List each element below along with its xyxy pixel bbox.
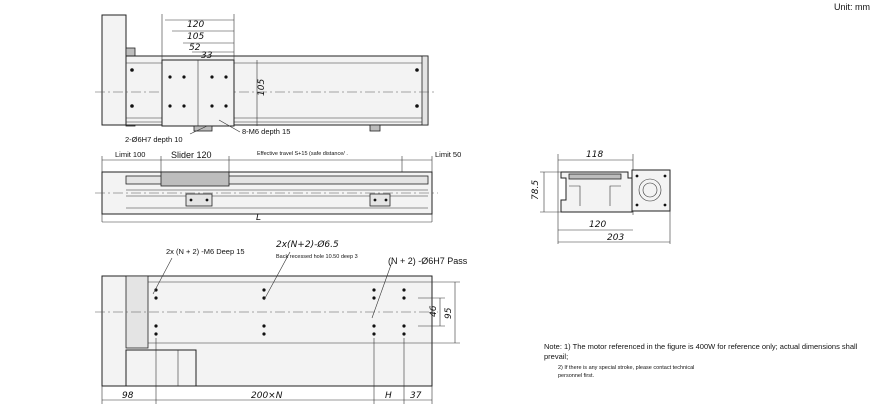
dim-120: 120	[187, 20, 204, 30]
side-view-slider	[160, 171, 230, 187]
dim-v105: 105	[257, 79, 267, 96]
end-view: 118 78.5 120 203	[531, 150, 671, 244]
dim-46: 46	[429, 305, 439, 317]
label-effective-travel: Effective travel S+15 (safe distance/ .	[257, 151, 348, 157]
end-view-motor-flange	[631, 169, 671, 212]
dim-120-end: 120	[589, 220, 606, 230]
side-view: Limit 100 Slider 120 Effective travel S+…	[95, 150, 461, 223]
dim-98: 98	[122, 391, 134, 401]
dim-length-l: L	[256, 213, 261, 223]
top-view-slider-holes	[130, 68, 419, 108]
dim-37: 37	[410, 391, 422, 401]
dim-52: 52	[189, 43, 201, 53]
label-limit-left: Limit 100	[115, 150, 145, 159]
notes: Note: 1) The motor referenced in the fig…	[544, 342, 864, 380]
dim-105: 105	[187, 32, 204, 42]
dim-78-5: 78.5	[531, 180, 541, 200]
note-2: 2) If there is any special stroke, pleas…	[558, 365, 695, 379]
top-view-end-plate	[421, 55, 429, 126]
label-8-m6-depth-15: 8-M6 depth 15	[242, 127, 290, 136]
dim-118: 118	[586, 150, 603, 160]
bottom-view-holes	[154, 288, 406, 336]
dim-33: 33	[201, 51, 213, 61]
bottom-view: 2x (N + 2) -M6 Deep 15 2x(N+2)-Ø6.5 Back…	[95, 239, 468, 404]
top-view-motor	[101, 14, 127, 126]
label-back-recessed: Back recessed hole 10.50 deep 3	[276, 254, 358, 260]
dim-203: 203	[607, 233, 624, 243]
label-slider: Slider 120	[171, 150, 212, 160]
label-bottom-holes: 2x(N+2)-Ø6.5	[276, 239, 339, 250]
label-bottom-pins: (N + 2) -Ø6H7 Pass	[388, 256, 468, 266]
dim-200n: 200×N	[251, 391, 283, 401]
end-view-motor-shaft	[638, 178, 662, 202]
bottom-view-motor	[125, 349, 197, 387]
top-view: 120 105 52 33 105 2-Ø6H7 depth 10 8-M6 d…	[95, 14, 436, 144]
label-bottom-threads: 2x (N + 2) -M6 Deep 15	[166, 247, 245, 256]
dim-95: 95	[444, 307, 454, 319]
label-limit-right: Limit 50	[435, 150, 461, 159]
dim-h: H	[385, 391, 392, 401]
note-1: Note: 1) The motor referenced in the fig…	[544, 342, 858, 361]
label-2-6h7-depth-10: 2-Ø6H7 depth 10	[125, 135, 183, 144]
unit-label: Unit: mm	[834, 2, 870, 12]
